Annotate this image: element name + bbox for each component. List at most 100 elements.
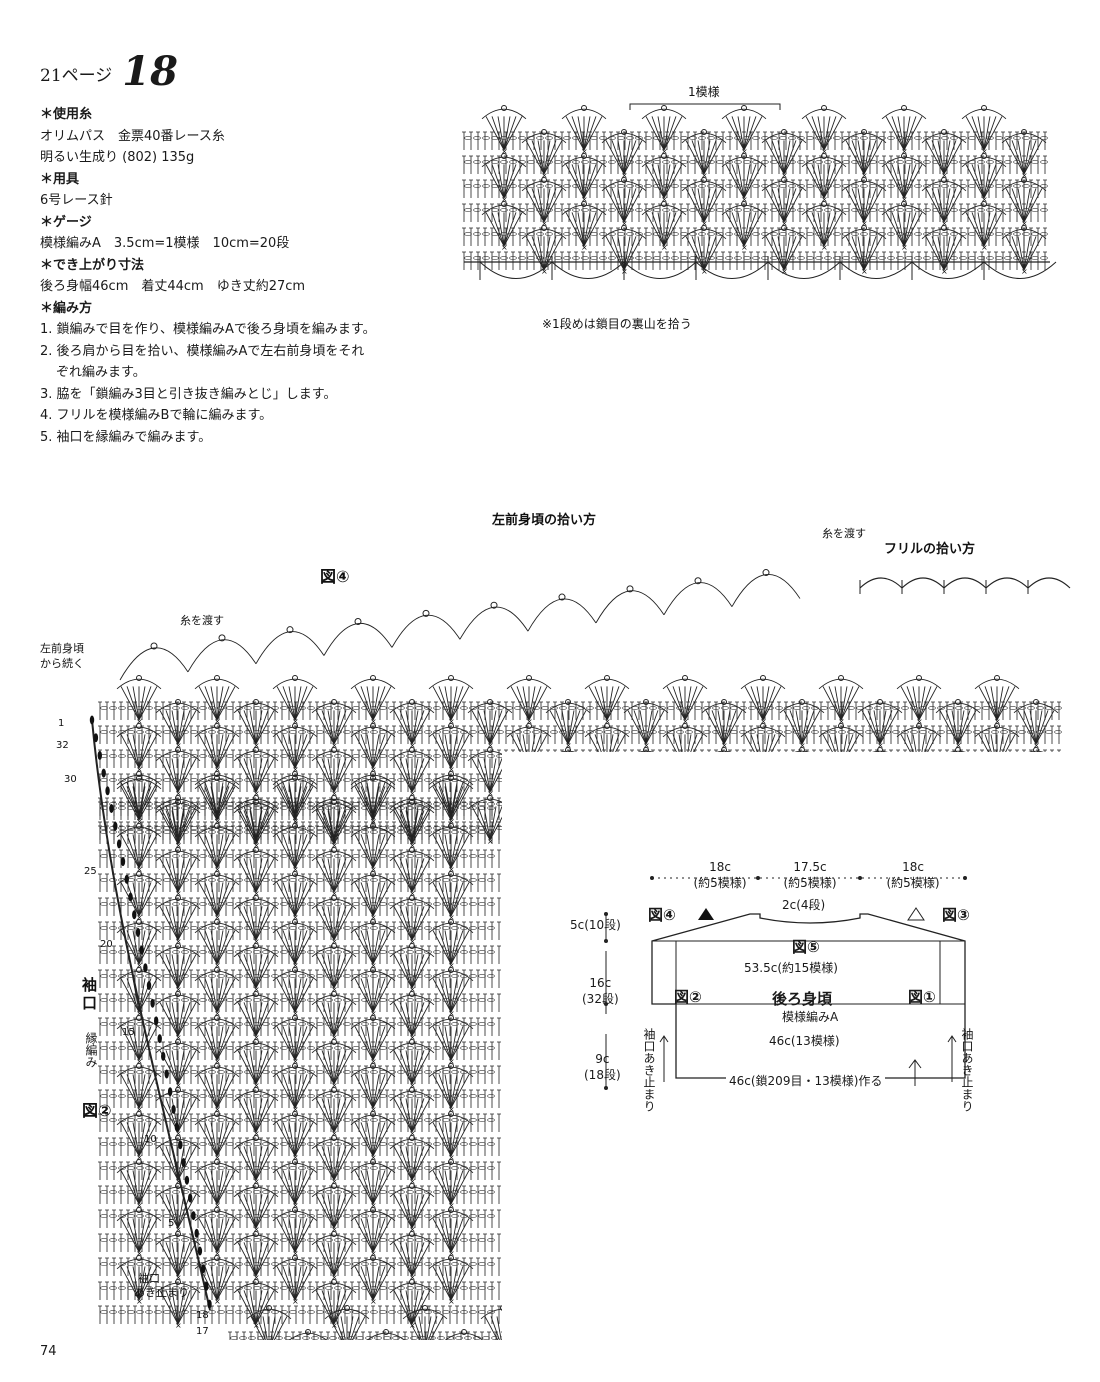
chain-stitch (572, 184, 580, 188)
stitch-fan: × (116, 675, 162, 726)
chain-stitch (905, 160, 913, 164)
stitch-post (469, 1281, 473, 1300)
stitch-post (343, 749, 347, 768)
stitch-post (308, 1233, 312, 1252)
chain-stitch (217, 854, 225, 858)
chain-stitch (118, 830, 126, 834)
stitch-post (784, 725, 788, 744)
chain-stitch (199, 778, 207, 782)
stitch-post (553, 227, 557, 246)
chain-stitch (433, 878, 441, 882)
stitch-post (721, 155, 725, 174)
chain-stitch (617, 232, 625, 236)
chain-stitch (653, 136, 661, 140)
chain-stitch (716, 160, 724, 164)
stitch-post (700, 701, 704, 720)
chain-stitch (361, 1166, 369, 1170)
chain-stitch (644, 136, 652, 140)
chain-stitch (217, 1022, 225, 1026)
chain-stitch (298, 778, 306, 782)
stitch-fan: × (233, 1231, 279, 1282)
stitch-post (1008, 725, 1012, 744)
chain-stitch (554, 184, 562, 188)
chain-stitch (208, 754, 216, 758)
chain-stitch (163, 1262, 171, 1266)
chain-stitch (343, 1214, 351, 1218)
chain-stitch (253, 878, 261, 882)
stitch-post (105, 749, 109, 768)
chain-stitch (824, 136, 832, 140)
stitch-post (693, 251, 697, 270)
chain-stitch (361, 1262, 369, 1266)
stitch-post (273, 897, 277, 916)
stitch-post (385, 801, 389, 820)
stitch-fan: × (116, 919, 162, 970)
chain-stitch (478, 926, 486, 930)
chain-stitch (316, 854, 324, 858)
chain-stitch (280, 1190, 288, 1194)
chain-stitch (415, 754, 423, 758)
stitch-post (1008, 155, 1012, 174)
chain-stitch (307, 826, 315, 830)
stitch-post (336, 1185, 340, 1204)
stitch-fan: × (561, 201, 607, 252)
chain-stitch (473, 232, 481, 236)
chain-stitch (824, 208, 832, 212)
stitch-post (231, 993, 235, 1012)
stitch-post (399, 945, 403, 964)
stitch-post (1015, 179, 1019, 198)
chain-stitch (788, 232, 796, 236)
stitch-post (728, 227, 732, 246)
chain-stitch (725, 184, 733, 188)
stitch-fan: × (721, 153, 767, 204)
chain-stitch (1045, 730, 1053, 734)
chain-stitch (190, 754, 198, 758)
chain-stitch (163, 854, 171, 858)
chain-stitch (946, 706, 954, 710)
chain-stitch (289, 706, 297, 710)
chain-stitch (932, 160, 940, 164)
stitch-post (224, 1305, 228, 1324)
stitch-post (189, 1065, 193, 1084)
stitch-post (959, 155, 963, 174)
chain-stitch (145, 730, 153, 734)
stitch-post (994, 131, 998, 150)
stitch-post (98, 921, 102, 940)
chain-stitch (469, 1118, 477, 1122)
chain-stitch (977, 136, 985, 140)
chain-stitch (442, 706, 450, 710)
chain-stitch (379, 1142, 387, 1146)
stitch-post (497, 993, 501, 1012)
chain-stitch (473, 184, 481, 188)
chain-stitch (136, 754, 144, 758)
stitch-post (462, 179, 466, 198)
chain-stitch (127, 974, 135, 978)
chain-stitch (379, 730, 387, 734)
stitch-fan: × (233, 1087, 279, 1138)
chain-stitch (820, 730, 828, 734)
stitch-post (308, 897, 312, 916)
chain-stitch (244, 730, 252, 734)
chain-stitch (253, 730, 261, 734)
stitch-post (889, 179, 893, 198)
stitch-fan: × (116, 1207, 162, 1258)
stitch-post (889, 131, 893, 150)
chain-stitch (217, 730, 225, 734)
stitch-post (203, 749, 207, 768)
chain-stitch (190, 1070, 198, 1074)
chain-stitch (959, 160, 967, 164)
stitch-post (231, 1233, 235, 1252)
stitch-fan: × (311, 991, 357, 1042)
stitch-post (399, 825, 403, 844)
chain-stitch (460, 902, 468, 906)
chain-stitch (172, 878, 180, 882)
chain-stitch (181, 974, 189, 978)
stitch-post (609, 155, 613, 174)
stitch-post (315, 1065, 319, 1084)
chain-stitch (460, 806, 468, 810)
stitch-post (945, 725, 949, 744)
chain-stitch (793, 706, 801, 710)
stitch-post (469, 897, 473, 916)
chain-stitch (356, 1336, 364, 1340)
chain-stitch (527, 256, 535, 260)
